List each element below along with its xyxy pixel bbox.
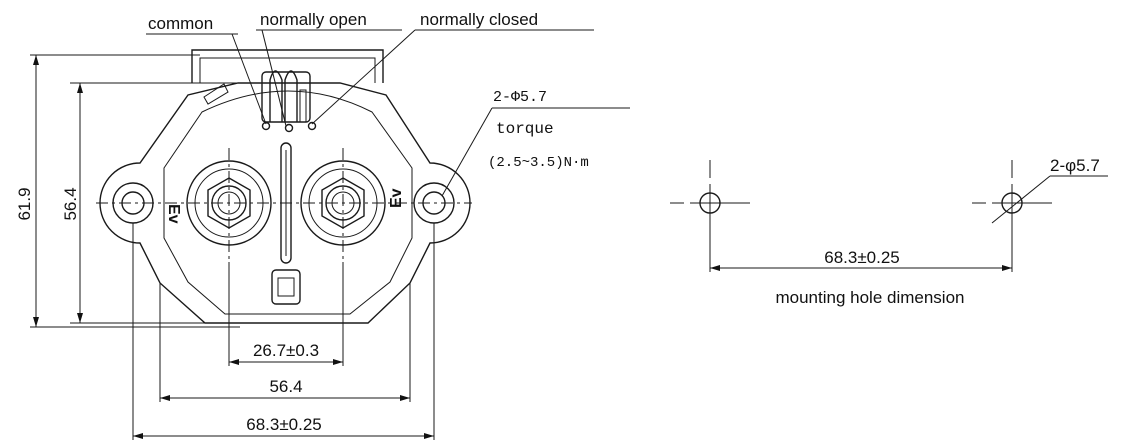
terminal-callouts: common normally open normally closed — [146, 10, 594, 127]
normally-open-label: normally open — [260, 10, 367, 29]
torque-label: torque — [496, 120, 554, 138]
mount-hole-right — [972, 160, 1108, 272]
mounting-caption: mounting hole dimension — [775, 288, 964, 307]
overall-height-dim: 61.9 — [15, 187, 34, 220]
normally-closed-label: normally closed — [420, 10, 538, 29]
mounting-hole-view: 68.3±0.25 2-φ5.7 mounting hole dimension — [670, 156, 1108, 307]
terminal-spacing-dim: 26.7±0.3 — [253, 341, 319, 360]
relay-front-view: Ev Ev — [96, 49, 472, 324]
body-width-dim: 56.4 — [269, 377, 302, 396]
svg-text:Ev: Ev — [165, 204, 182, 224]
mount-hole-spacing-dim: 68.3±0.25 — [824, 248, 900, 267]
mount-hole-left — [670, 160, 750, 272]
torque-value: (2.5~3.5)N·m — [488, 155, 589, 171]
common-label: common — [148, 14, 213, 33]
hole-spacing-dim: 68.3±0.25 — [246, 415, 322, 434]
svg-text:Ev: Ev — [388, 188, 405, 208]
hole-spec-callout: 2-Φ5.7 torque (2.5~3.5)N·m — [441, 89, 630, 197]
body-height-dim: 56.4 — [61, 187, 80, 220]
mount-hole-label: 2-φ5.7 — [1050, 156, 1100, 175]
hole-spec-label: 2-Φ5.7 — [493, 89, 547, 106]
front-view-dimensions: 61.9 56.4 26.7±0.3 56.4 68.3±0.25 — [15, 54, 435, 440]
relay-body-outline — [99, 82, 471, 324]
